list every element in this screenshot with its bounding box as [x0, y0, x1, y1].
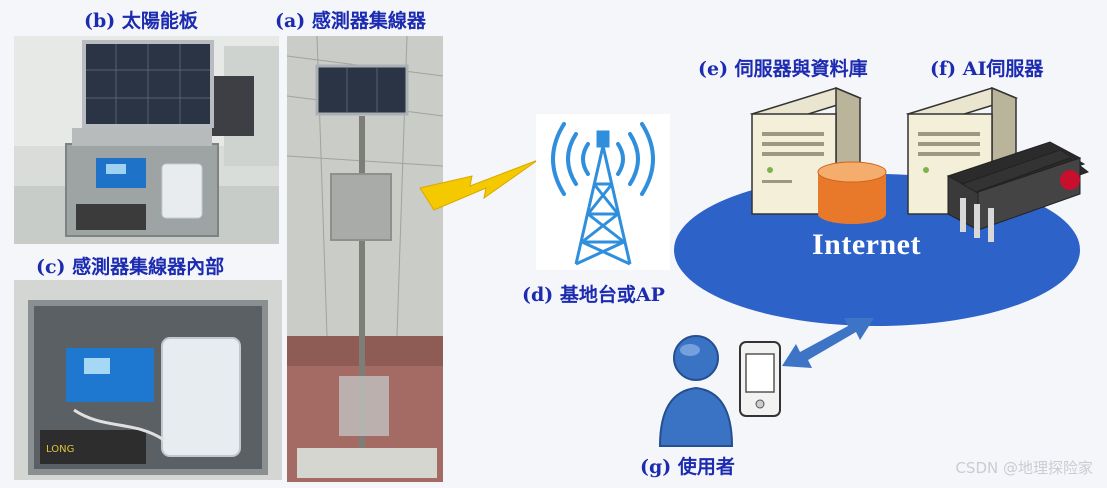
- sensor-hub-photo: [287, 36, 443, 482]
- smartphone-icon: [738, 340, 784, 420]
- double-arrow-icon: [778, 304, 878, 380]
- ai-server-icon: [900, 80, 1090, 250]
- database-server-icon: [740, 84, 890, 224]
- label-base-station: (d) 基地台或AP: [522, 280, 665, 307]
- svg-text:LONG: LONG: [46, 444, 74, 455]
- wireless-signal-bolt: [414, 158, 542, 218]
- label-server-database: (e) 伺服器與資料庫: [698, 54, 868, 81]
- label-solar-panel: (b) 太陽能板: [84, 6, 198, 33]
- label-ai-server: (f) AI伺服器: [930, 54, 1043, 81]
- watermark: CSDN @地理探险家: [955, 457, 1093, 478]
- label-user: (g) 使用者: [640, 452, 735, 479]
- sensor-hub-inside-photo: LONG: [14, 280, 282, 480]
- label-sensor-hub-inside: (c) 感測器集線器內部: [36, 252, 224, 279]
- base-station-tower-icon: [536, 114, 670, 270]
- solar-panel-photo: [14, 36, 279, 244]
- label-sensor-hub: (a) 感測器集線器: [275, 6, 426, 33]
